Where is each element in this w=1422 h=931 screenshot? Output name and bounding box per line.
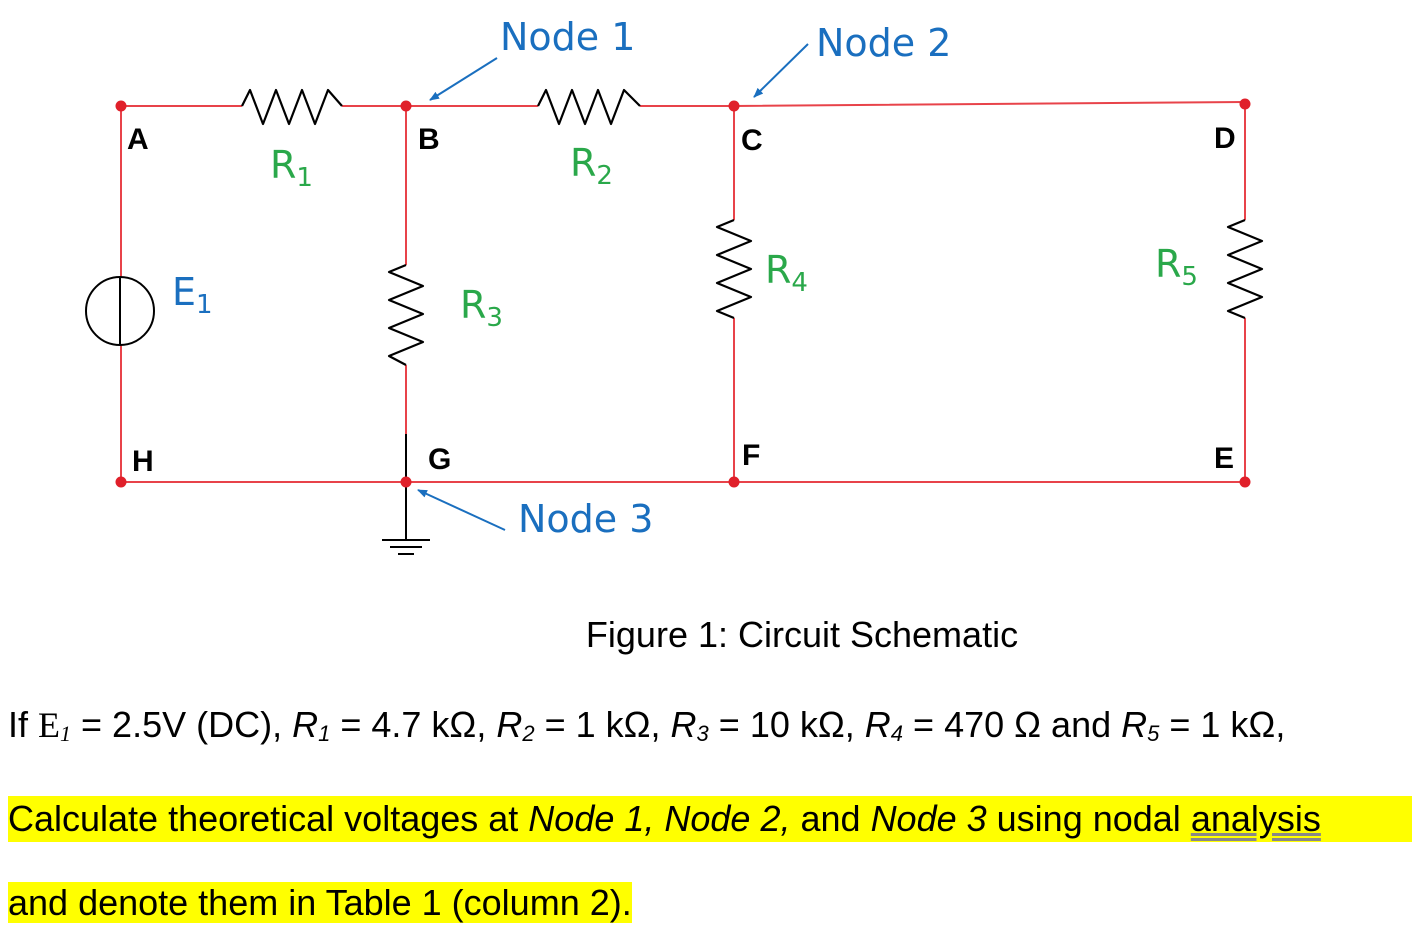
point-label-b: B	[418, 123, 440, 156]
node-tag-1: Node 1	[500, 15, 635, 59]
r5-subscript: 5	[1147, 721, 1160, 746]
node-dot-g	[400, 476, 412, 488]
e1-subscript: 1	[60, 721, 72, 746]
e1-main: E	[172, 270, 196, 314]
task-node-3: Node 3	[870, 798, 987, 839]
node2-arrow	[753, 43, 809, 98]
task-text-analysis: analysis	[1190, 798, 1321, 839]
point-label-c: C	[741, 124, 763, 157]
r5-value: = 1 kΩ,	[1159, 704, 1286, 745]
node-dot-c	[728, 100, 740, 112]
task-text-line3: and denote them in Table 1 (column 2).	[8, 882, 632, 923]
resistor-r3-zigzag	[387, 263, 425, 366]
r4-symbol: R	[864, 704, 891, 745]
task-line-2: and denote them in Table 1 (column 2).	[8, 880, 632, 926]
r5-main: R	[1155, 242, 1181, 286]
point-label-h: H	[132, 445, 154, 478]
circuit-schematic: A B C D H G F E R1 R2 R3 R4 R5 E1 Node 1…	[85, 15, 1264, 555]
node-tag-3: Node 3	[518, 497, 653, 541]
r2-sub: 2	[596, 161, 613, 191]
r2-value: = 1 kΩ,	[534, 704, 671, 745]
r3-value: = 10 kΩ,	[708, 704, 865, 745]
source-label-e1: E1	[172, 270, 213, 320]
point-label-a: A	[127, 123, 149, 156]
e1-symbol: E	[38, 705, 61, 745]
r5-sub: 5	[1181, 262, 1198, 292]
r3-subscript: 3	[696, 721, 709, 746]
node-dot-h	[115, 476, 127, 488]
r1-main: R	[270, 143, 296, 187]
task-text-a: Calculate theoretical voltages at	[8, 798, 529, 839]
r1-symbol: R	[292, 704, 319, 745]
node3-arrow	[417, 489, 506, 531]
r4-main: R	[765, 248, 791, 292]
r2-main: R	[570, 141, 596, 185]
given-values-line: If E1 = 2.5V (DC), R1 = 4.7 kΩ, R2 = 1 k…	[8, 704, 1285, 747]
task-text-b: and	[790, 798, 871, 839]
node-dot-d	[1239, 98, 1251, 110]
r3-sub: 3	[486, 303, 503, 333]
task-line-1: Calculate theoretical voltages at Node 1…	[8, 796, 1412, 842]
node-dot-e	[1239, 476, 1251, 488]
voltage-source-e1	[85, 276, 155, 346]
point-label-g: G	[428, 443, 451, 476]
task-text-c: using nodal	[986, 798, 1191, 839]
r1-sub: 1	[296, 163, 313, 193]
r4-value: = 470 Ω and	[903, 704, 1122, 745]
resistor-r1-zigzag	[241, 88, 343, 126]
r2-symbol: R	[496, 704, 523, 745]
resistor-label-r5: R5	[1155, 242, 1198, 292]
resistor-r4-zigzag	[715, 218, 753, 320]
r4-subscript: 4	[890, 721, 904, 746]
point-label-f: F	[742, 439, 760, 472]
node-tag-2: Node 2	[816, 21, 951, 65]
r2-subscript: 2	[522, 721, 535, 746]
task-nodes-1-2: Node 1, Node 2,	[528, 798, 791, 839]
resistor-label-r3: R3	[460, 283, 503, 333]
e1-sub: 1	[196, 290, 213, 320]
point-label-e: E	[1214, 442, 1234, 475]
r3-main: R	[460, 283, 486, 327]
resistor-label-r2: R2	[570, 141, 613, 191]
ground-symbol	[382, 434, 430, 555]
resistor-r5-zigzag	[1226, 218, 1264, 320]
r3-symbol: R	[670, 704, 697, 745]
node-dot-f	[728, 476, 740, 488]
resistor-label-r4: R4	[765, 248, 808, 298]
r1-value: = 4.7 kΩ,	[330, 704, 497, 745]
text-if: If	[8, 704, 39, 745]
resistor-r2-zigzag	[537, 88, 641, 126]
figure-caption: Figure 1: Circuit Schematic	[585, 614, 1019, 655]
r1-subscript: 1	[318, 721, 331, 746]
node-dot-a	[115, 100, 127, 112]
node-dot-b	[400, 100, 412, 112]
r4-sub: 4	[791, 268, 808, 298]
resistor-label-r1: R1	[270, 143, 313, 193]
r5-symbol: R	[1121, 704, 1148, 745]
point-label-d: D	[1214, 122, 1236, 155]
node1-arrow	[429, 57, 498, 101]
e1-value: = 2.5V (DC),	[71, 704, 293, 745]
